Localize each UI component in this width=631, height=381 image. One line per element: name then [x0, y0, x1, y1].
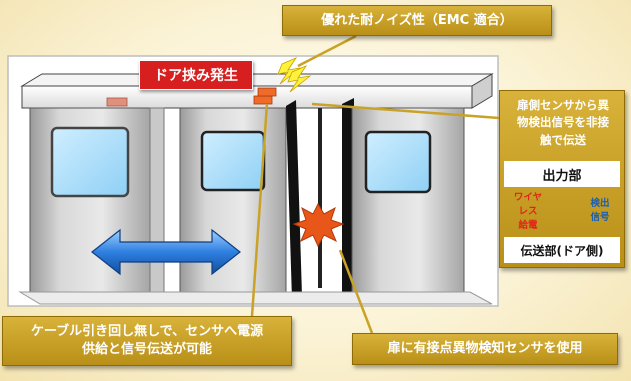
right-door-window [364, 130, 432, 194]
detect-signal-line2: 信号 [590, 211, 610, 223]
wireless-power-line1: ワイヤ [513, 192, 543, 203]
left-door-window [50, 126, 130, 198]
detect-signal-label: 検出 信号 [580, 197, 620, 225]
transmission-description-line1: 扉側センサから異 [517, 98, 609, 112]
right-door [342, 98, 465, 299]
middle-door [179, 100, 302, 300]
emc-callout: 優れた耐ノイズ性（EMC 適合） [282, 5, 552, 36]
middle-door-sensor-strip [286, 100, 302, 300]
cable-callout: ケーブル引き回し無しで、センサへ電源 供給と信号伝送が可能 [2, 316, 292, 366]
output-unit-box: 出力部 [504, 161, 620, 187]
door-pinch-badge: ドア挟み発生 [139, 60, 253, 90]
lightning-bolt-icon [277, 57, 312, 93]
cable-pointer-line [250, 103, 269, 317]
transmission-description-line3: 触で伝送 [540, 132, 586, 147]
emc-pointer-line [297, 34, 357, 68]
transmission-description-line2: 物検出信号を非接 [517, 115, 609, 130]
right-door-sensor-strip [342, 98, 354, 298]
door-pinch-label: ドア挟み発生 [154, 68, 238, 84]
collision-burst-icon [292, 202, 345, 248]
wireless-power-label: ワイヤ レス 給電 [508, 191, 548, 232]
emc-callout-text: 優れた耐ノイズ性（EMC 適合） [321, 12, 513, 28]
cable-callout-line1: ケーブル引き回し無しで、センサへ電源 [30, 324, 264, 340]
middle-door-window [200, 130, 266, 192]
output-unit-label: 出力部 [542, 168, 582, 184]
wireless-power-line3: 給電 [518, 219, 538, 231]
detect-signal-line1: 検出 [590, 198, 610, 209]
transmitter-unit-box: 伝送部(ドア側) [504, 237, 620, 263]
transmission-panel: 扉側センサから異 物検出信号を非接 触で伝送 出力部 ワイヤ レス 給電 検出 … [499, 90, 625, 268]
contact-sensor-callout: 扉に有接点異物検知センサを使用 [352, 333, 618, 365]
contact-sensor-callout-text: 扉に有接点異物検知センサを使用 [387, 341, 583, 357]
floor-plane [18, 291, 493, 305]
sensor-block-icon [253, 87, 277, 105]
left-door [29, 107, 165, 294]
double-arrow-icon [91, 228, 241, 276]
center-post [318, 108, 322, 288]
cable-callout-line2: 供給と信号伝送が可能 [81, 342, 212, 357]
transmission-pointer-line [311, 102, 500, 120]
wireless-power-line2: レス [518, 205, 538, 217]
contact-pointer-line [338, 249, 374, 334]
transmission-description: 扉側センサから異 物検出信号を非接 触で伝送 [504, 97, 622, 149]
transmitter-unit-label: 伝送部(ドア側) [520, 243, 604, 258]
sensor-block-icon [106, 97, 128, 107]
